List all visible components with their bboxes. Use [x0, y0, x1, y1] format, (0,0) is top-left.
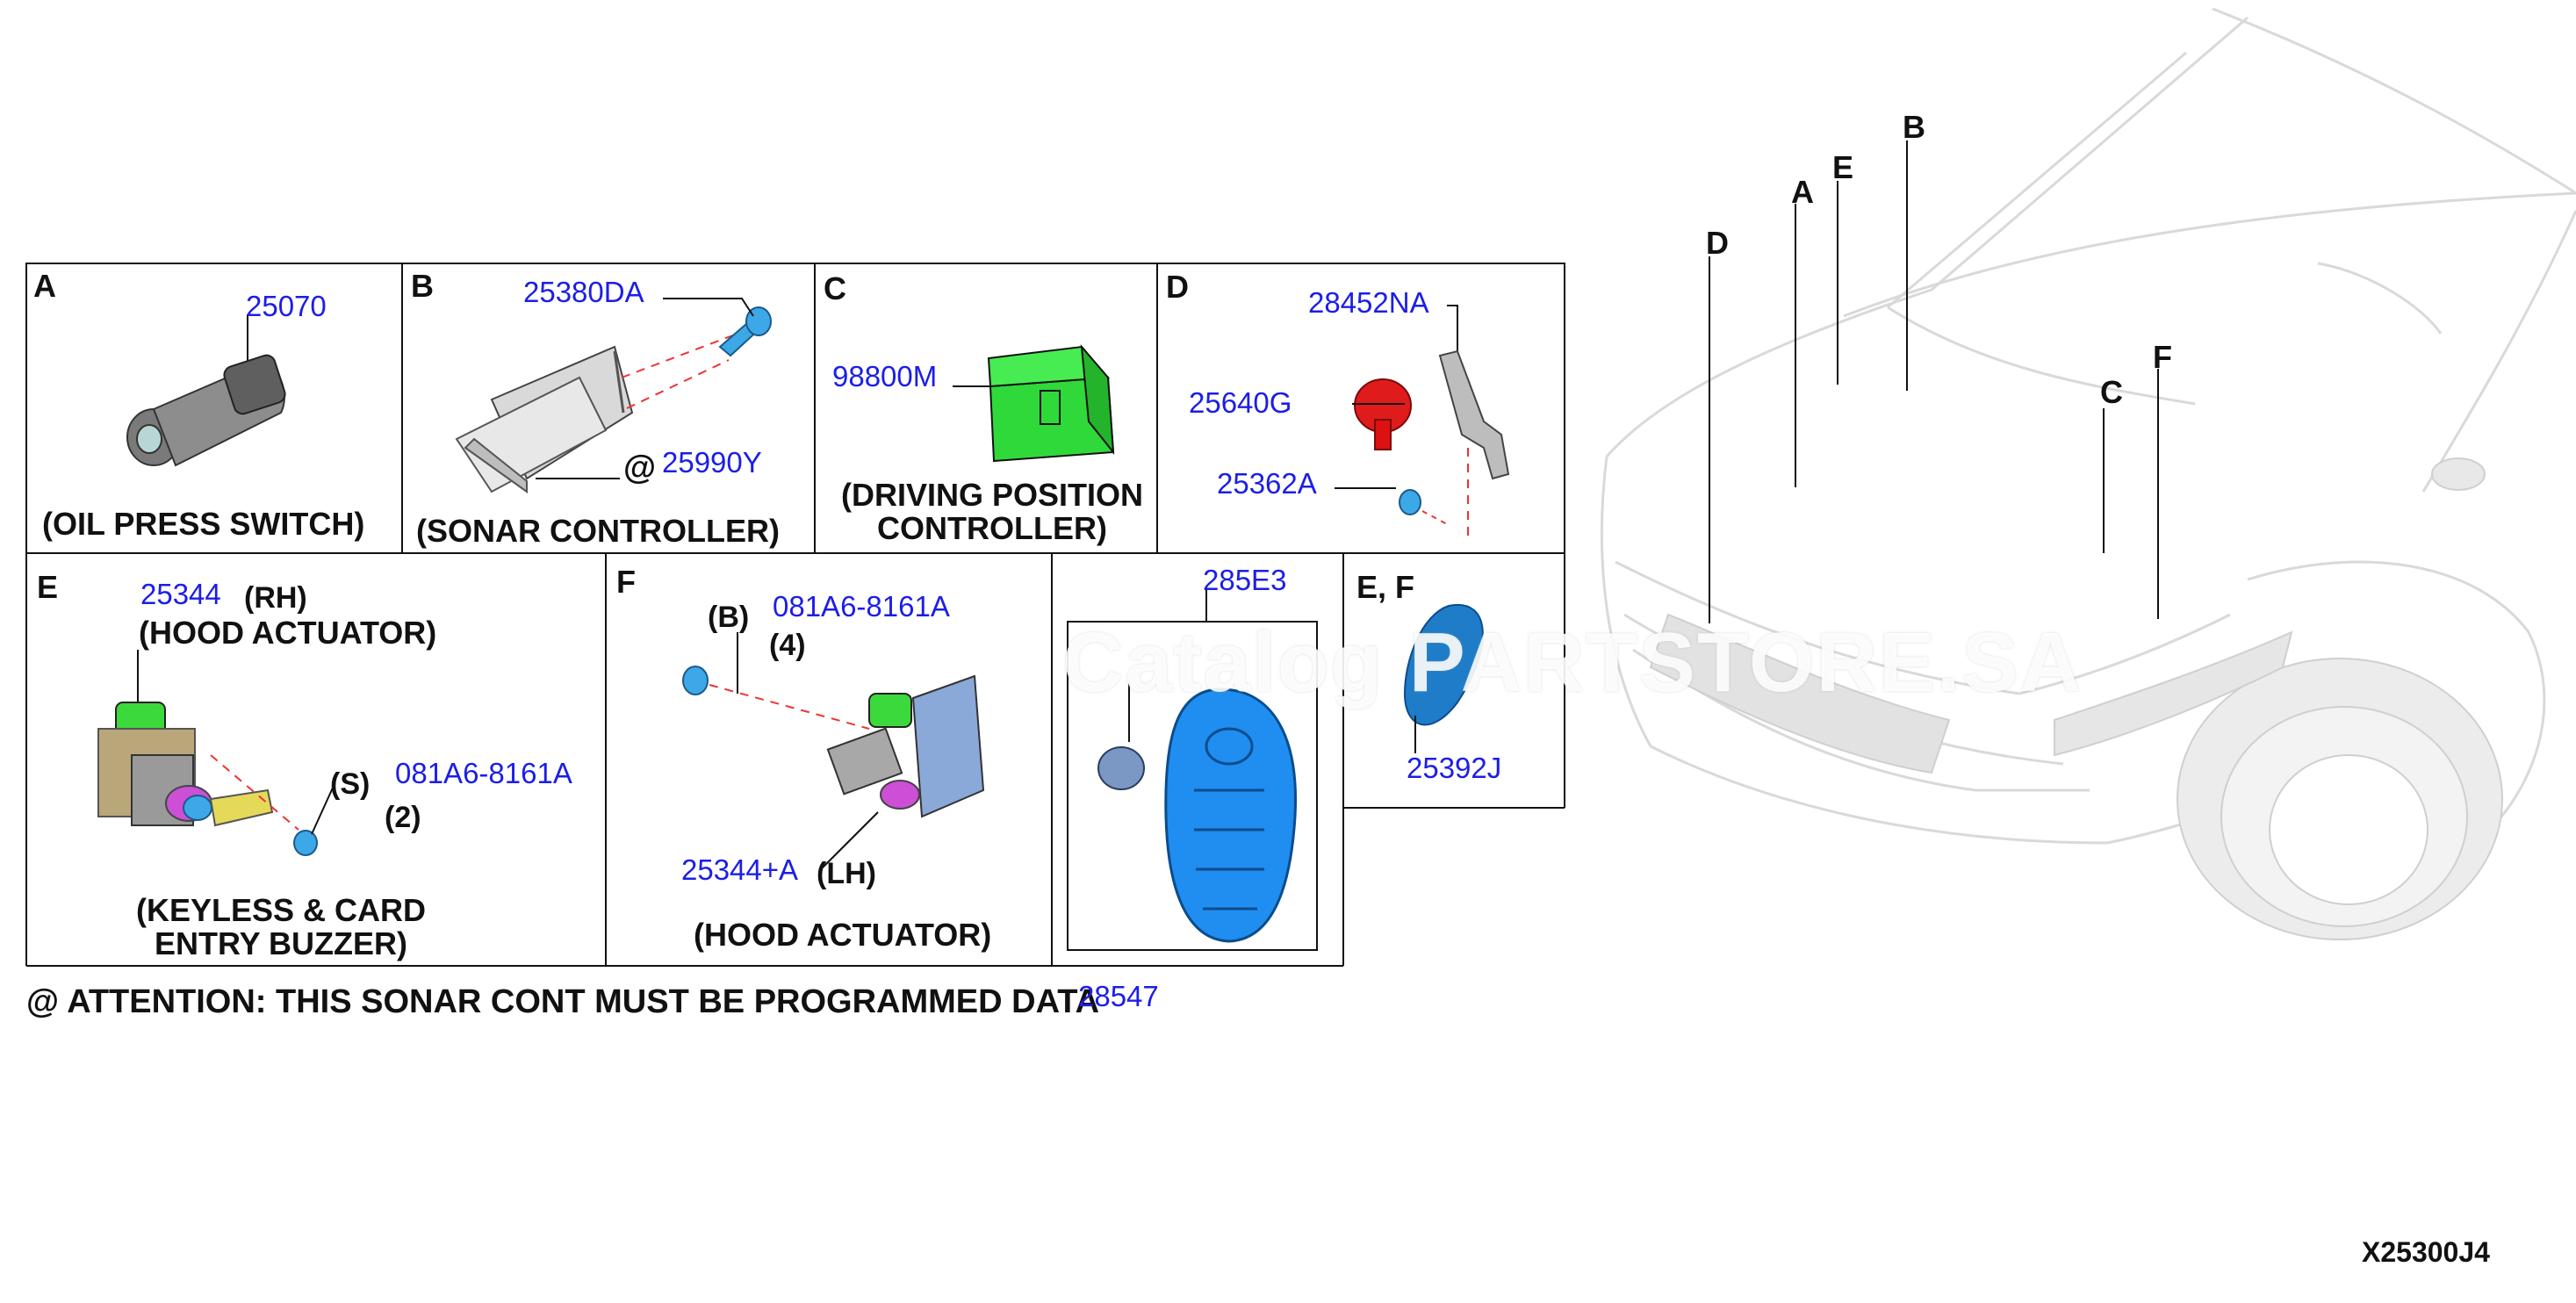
driving-position-controller-illustration: [953, 343, 1115, 463]
s-mark: (S): [330, 767, 371, 801]
panel-b-label: B: [411, 268, 434, 304]
part-number-25070[interactable]: 25070: [246, 290, 327, 322]
panel-b-caption: (SONAR CONTROLLER): [416, 513, 780, 549]
part-number-081a6-8161a-e[interactable]: 081A6-8161A: [395, 757, 572, 789]
part-number-28452na[interactable]: 28452NA: [1308, 286, 1429, 319]
part-number-081a6-8161a-f[interactable]: 081A6-8161A: [773, 590, 950, 623]
car-label-c: C: [2100, 374, 2123, 410]
hood-actuator-rh-illustration: [97, 650, 335, 856]
b-mark: (B): [708, 601, 750, 634]
part-number-25380da[interactable]: 25380DA: [523, 276, 644, 308]
programming-mark: @: [623, 450, 657, 486]
part-number-98800m[interactable]: 98800M: [832, 360, 938, 392]
part-number-25362a[interactable]: 25362A: [1217, 467, 1317, 500]
panel-e-hood-actuator-caption: (HOOD ACTUATOR): [139, 615, 437, 651]
hood-actuator-lh-illustration: [682, 632, 985, 870]
panel-e-caption-line1: (KEYLESS & CARD: [135, 892, 427, 928]
attention-note: @ ATTENTION: THIS SONAR CONT MUST BE PRO…: [26, 983, 1100, 1020]
watermark: Catalog PARTSTORE.SA: [1062, 616, 2083, 709]
car-label-f: F: [2153, 339, 2172, 375]
diagram-code: X25300J4: [2362, 1236, 2490, 1268]
part-number-285e3[interactable]: 285E3: [1203, 564, 1287, 596]
part-number-25640g[interactable]: 25640G: [1189, 386, 1292, 419]
qty-4: (4): [769, 629, 806, 662]
car-label-b: B: [1903, 109, 1925, 145]
horn-bracket-illustration: [1335, 305, 1510, 536]
part-number-25392j[interactable]: 25392J: [1407, 752, 1502, 784]
qty-2: (2): [385, 801, 421, 834]
note-part-number[interactable]: 28547: [1078, 980, 1159, 1012]
panel-d-label: D: [1166, 269, 1189, 305]
panel-c-caption-line2: CONTROLLER): [877, 510, 1107, 546]
car-label-a: A: [1791, 174, 1814, 210]
sensor-pad-illustration: [1403, 603, 1484, 753]
car-label-d: D: [1706, 225, 1729, 261]
panel-c-label: C: [824, 270, 846, 306]
panel-e-caption-line2: ENTRY BUZZER): [155, 925, 407, 961]
panel-a-label: A: [33, 268, 56, 304]
part-number-25344[interactable]: 25344: [140, 578, 221, 610]
panel-f-caption: (HOOD ACTUATOR): [694, 917, 992, 953]
lh-mark: (LH): [817, 857, 876, 890]
panel-c-caption-line1: (DRIVING POSITION: [840, 477, 1144, 513]
rh-mark: (RH): [244, 581, 307, 615]
panel-e-label: E: [37, 569, 59, 605]
part-number-25344-a[interactable]: 25344+A: [681, 853, 799, 886]
intelligent-key-illustration: [1097, 587, 1298, 943]
oil-pressure-switch-illustration: [126, 314, 286, 467]
sonar-controller-illustration: [455, 298, 772, 493]
part-number-25990y[interactable]: 25990Y: [662, 446, 762, 479]
panel-f-label: F: [616, 564, 636, 600]
panel-a-caption: (OIL PRESS SWITCH): [42, 506, 365, 542]
panel-ef-label: E, F: [1356, 569, 1415, 605]
car-label-e: E: [1832, 149, 1854, 185]
